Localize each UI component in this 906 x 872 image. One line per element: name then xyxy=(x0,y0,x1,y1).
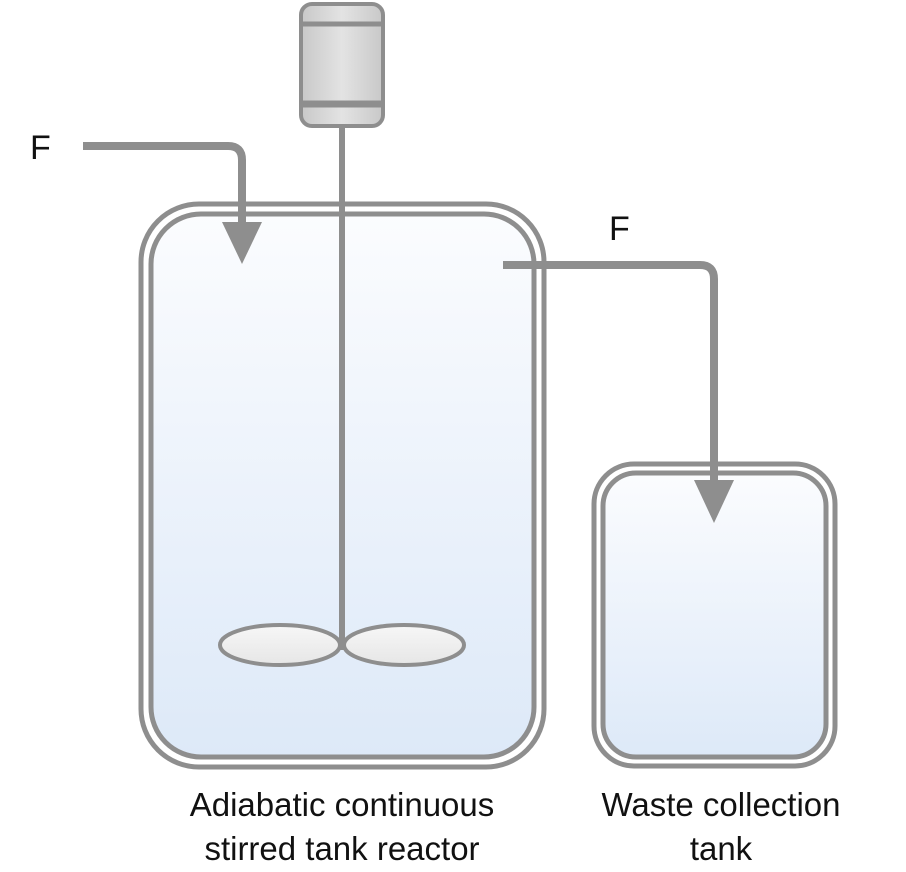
outlet-flow-label: F xyxy=(609,210,630,248)
waste-tank-label-line1: Waste collection xyxy=(601,786,840,823)
impeller-blade-right xyxy=(342,623,466,667)
inlet-flow-arrow xyxy=(83,142,262,264)
inlet-flow-label: F xyxy=(30,129,51,167)
reactor-label-line1: Adiabatic continuous xyxy=(190,786,495,823)
impeller-blade-left xyxy=(218,623,342,667)
waste-tank-label-line2: tank xyxy=(690,830,753,867)
outlet-flow-arrow xyxy=(503,261,734,523)
waste-tank xyxy=(591,461,838,769)
impeller xyxy=(218,623,466,667)
stirrer-motor xyxy=(299,2,385,128)
reactor-label-line2: stirred tank reactor xyxy=(204,830,479,867)
